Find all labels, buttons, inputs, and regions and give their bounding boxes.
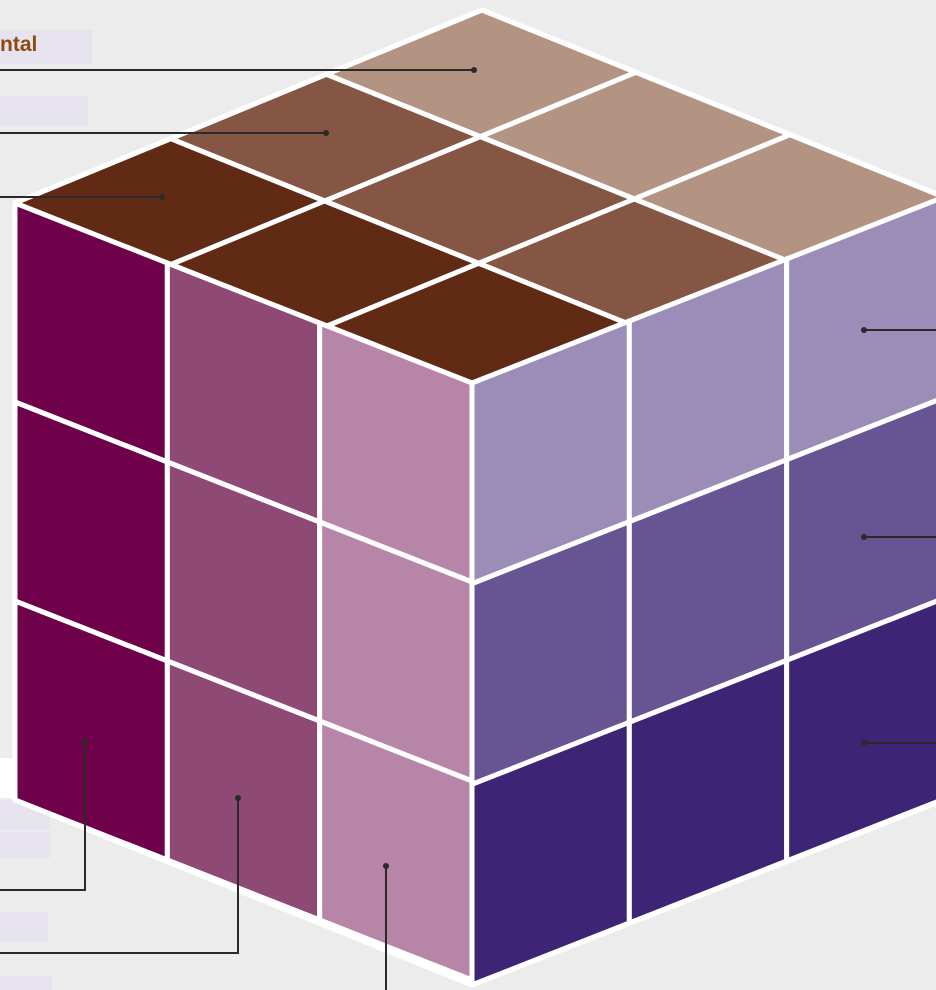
- leader-left-column-3-dot: [383, 863, 389, 869]
- leader-top-back-dot: [471, 67, 477, 73]
- leader-top-middle-dot: [323, 130, 329, 136]
- leader-left-column-1-dot: [82, 739, 88, 745]
- leader-right-bottom-dot: [861, 740, 867, 746]
- leader-top-front-dot: [159, 194, 165, 200]
- leader-left-column-2-dot: [235, 795, 241, 801]
- leader-right-top-dot: [861, 327, 867, 333]
- leader-right-middle-dot: [861, 534, 867, 540]
